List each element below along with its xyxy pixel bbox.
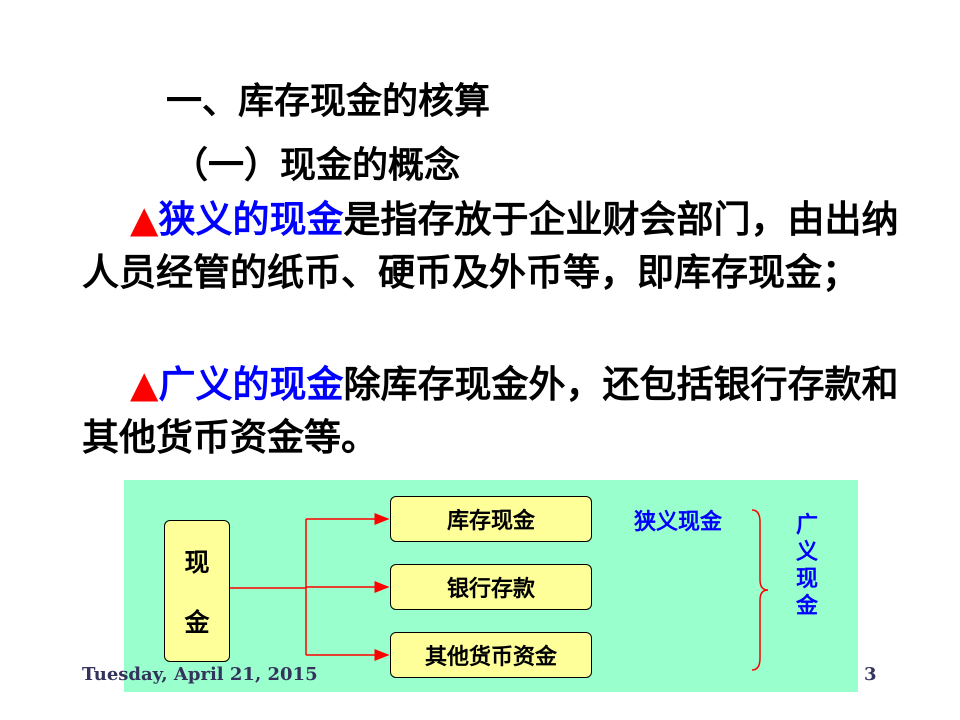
curly-brace-icon <box>751 509 769 671</box>
broad-cash-paragraph: ▲广义的现金除库存现金外，还包括银行存款和其他货币资金等。 <box>82 358 902 464</box>
narrow-cash-definition: 是指存放于企业财会部门，由出纳人员经管的纸币、硬币及外币等，即库存现金； <box>82 198 899 294</box>
cash-classification-diagram: 现 金 库存现金 银行存款 其他货币资金 狭义现金 广 义 现 金 <box>124 480 858 692</box>
footer-date: Tuesday, April 21, 2015 <box>82 664 318 685</box>
broad-label-char: 现 <box>795 567 818 592</box>
source-char: 现 <box>184 548 210 577</box>
cash-source-box: 现 金 <box>164 520 230 662</box>
cash-on-hand-box: 库存现金 <box>390 496 592 542</box>
triangle-bullet-icon: ▲ <box>130 363 159 406</box>
page-number: 3 <box>864 664 877 685</box>
subsection-heading: （一）现金的概念 <box>172 145 461 186</box>
bank-deposits-box: 银行存款 <box>390 564 592 610</box>
triangle-bullet-icon: ▲ <box>130 198 159 241</box>
narrow-cash-term: 狭义的现金 <box>158 198 344 241</box>
narrow-cash-label: 狭义现金 <box>634 510 723 535</box>
broad-label-char: 广 <box>795 513 818 538</box>
section-heading: 一、库存现金的核算 <box>166 81 491 122</box>
other-monetary-funds-box: 其他货币资金 <box>390 632 592 678</box>
broad-cash-label: 广 义 现 金 <box>792 512 822 620</box>
broad-label-char: 金 <box>795 594 818 619</box>
broad-cash-definition: 除库存现金外，还包括银行存款和其他货币资金等。 <box>82 363 899 459</box>
source-char: 金 <box>184 608 210 637</box>
diagram-connectors <box>230 509 769 671</box>
broad-cash-term: 广义的现金 <box>158 363 344 406</box>
narrow-cash-paragraph: ▲狭义的现金是指存放于企业财会部门，由出纳人员经管的纸币、硬币及外币等，即库存现… <box>82 193 902 299</box>
broad-label-char: 义 <box>795 540 818 565</box>
